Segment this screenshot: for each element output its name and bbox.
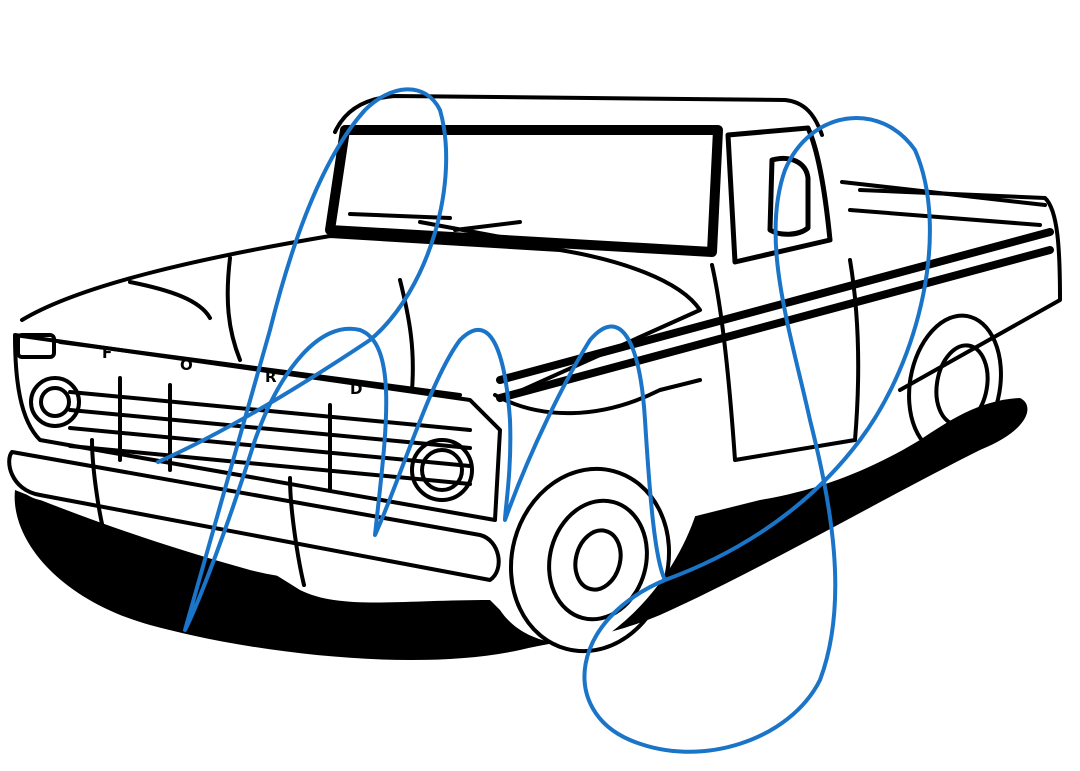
side-window bbox=[725, 125, 833, 265]
bumper-guards bbox=[90, 438, 306, 587]
grille-frame bbox=[13, 333, 502, 522]
door bbox=[710, 258, 861, 462]
grille-lettering: F O R D bbox=[102, 344, 364, 398]
grille-bars bbox=[68, 376, 472, 492]
hood bbox=[20, 234, 702, 402]
grille-letter-o: O bbox=[180, 356, 195, 374]
grille-letter-r: R bbox=[265, 368, 279, 386]
bed-side bbox=[858, 188, 1062, 392]
body-stripe bbox=[496, 228, 1054, 402]
parking-light bbox=[16, 333, 56, 359]
windshield bbox=[325, 125, 723, 257]
front-bumper bbox=[7, 450, 501, 582]
front-fender bbox=[493, 378, 702, 416]
grille-letter-f: F bbox=[102, 344, 114, 362]
rear-wheel bbox=[907, 313, 1003, 457]
cab-roof bbox=[333, 94, 824, 137]
right-headlight bbox=[410, 438, 474, 502]
hood-creases bbox=[128, 256, 415, 392]
scribble-overlay bbox=[156, 87, 932, 754]
bed-rail bbox=[840, 180, 1047, 227]
wipers bbox=[348, 212, 562, 250]
ground-shadow bbox=[14, 398, 1028, 660]
left-headlight bbox=[29, 376, 81, 428]
grille-letter-d: D bbox=[350, 380, 364, 398]
